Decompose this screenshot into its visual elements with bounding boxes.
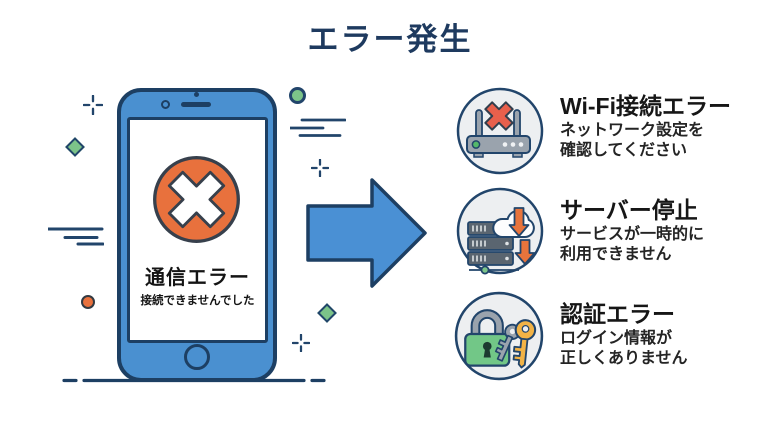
phone-camera-icon [161,100,170,109]
phone-error-label: 通信エラー [145,267,250,289]
orange-dot-icon [81,295,95,309]
error-description-line: ネットワーク設定を [560,122,705,139]
phone-sensor-dot [194,92,199,97]
x-circle-icon [153,156,240,243]
plus-sparkle-icon [292,334,310,352]
error-description-line: 確認してください [560,141,688,159]
phone-home-button [184,344,210,370]
plus-sparkle-icon [83,95,103,115]
error-item-auth: 認証エラー ログイン情報が 正しくありません [560,300,775,368]
error-heading: 認証エラー [560,301,675,327]
error-heading: サーバー停止 [560,197,698,223]
server-down-icon [456,187,544,275]
error-description-line: ログイン情報が [560,330,673,347]
phone-speaker-bar [181,102,211,107]
wifi-router-error-icon [456,87,544,175]
page-title: エラー発生 [307,22,473,57]
error-description-line: サービスが一時的に [560,226,705,243]
error-description-line: 正しくありません [560,349,688,367]
right-arrow-icon [306,178,427,288]
speed-lines-icon [48,227,104,246]
green-circle-icon [289,87,306,104]
error-item-wifi: Wi-Fi接続エラー ネットワーク設定を 確認してください [560,92,775,160]
diamond-icon [317,303,337,323]
lock-key-icon [454,291,544,381]
error-heading: Wi-Fi接続エラー [560,93,731,119]
phone-screen: 通信エラー 接続できませんでした [127,117,268,343]
speed-lines-icon [290,118,346,137]
phone-error-message: 接続できませんでした [140,295,255,307]
plus-sparkle-icon [311,159,329,177]
error-description-line: 利用できません [560,245,672,263]
error-item-server: サーバー停止 サービスが一時的に 利用できません [560,196,775,264]
diamond-icon [65,137,85,157]
